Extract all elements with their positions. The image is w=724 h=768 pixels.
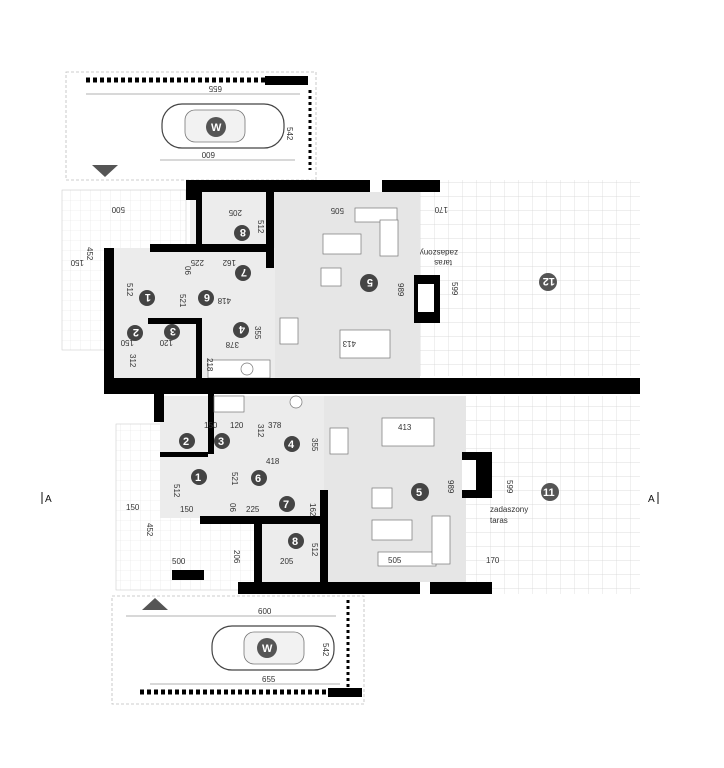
dimension-label: 162 — [308, 503, 317, 517]
upper-car-length: 542 — [285, 127, 294, 141]
upper-terrace-dim-2: 599 — [450, 282, 459, 296]
dimension-label: 120 — [230, 421, 244, 430]
lower-car: W — [211, 625, 335, 671]
lower-room-8 — [258, 520, 324, 582]
dimension-label: 505 — [330, 206, 344, 215]
section-markers: A A — [41, 492, 659, 505]
upper-parking-width: 600 — [201, 150, 215, 159]
upper-deck-width: 500 — [111, 205, 125, 214]
lower-room-number: 7 — [283, 499, 289, 511]
lower-room-number: 2 — [183, 436, 189, 448]
lower-room-number: 4 — [288, 439, 295, 451]
dimension-label: 150 — [204, 421, 218, 430]
lower-walls — [154, 394, 492, 594]
upper-room-markers: 8 7 6 5 1 2 3 4 — [127, 225, 378, 341]
dimension-label: 06 — [228, 503, 237, 512]
dimension-label: 205 — [280, 557, 294, 566]
lower-room-number: 8 — [292, 536, 298, 548]
dimension-label: 355 — [253, 326, 262, 340]
dimension-label: 512 — [310, 543, 319, 557]
lower-garage-width: 655 — [262, 675, 276, 684]
dimension-label: 06 — [183, 266, 192, 275]
upper-terrace-label-2: taras — [434, 258, 452, 267]
dimension-label: 206 — [232, 550, 241, 564]
dimension-label: 512 — [125, 283, 134, 297]
lower-terrace-dim-1: 170 — [486, 556, 500, 565]
lower-room-dimensions: 378 413 150 120 312 355 418 521 512 150 … — [172, 421, 455, 566]
dimension-label: 413 — [342, 339, 356, 348]
upper-room-number: 7 — [241, 266, 247, 278]
dimension-label: 225 — [246, 505, 260, 514]
section-marker-right: A — [648, 494, 655, 505]
dimension-label: 312 — [128, 354, 137, 368]
lower-car-length: 542 — [321, 643, 330, 657]
dimension-label: 150 — [180, 505, 194, 514]
upper-room-dimensions: 205 512 505 989 225 162 06 512 521 418 3… — [120, 206, 405, 372]
upper-deck-depth: 452 — [85, 247, 94, 261]
lower-direction-marker — [142, 598, 168, 610]
upper-room-number: 4 — [238, 323, 245, 335]
dimension-label: 378 — [225, 340, 239, 349]
lower-terrace-label-1: zadaszony — [490, 505, 528, 514]
lower-parking-area — [111, 595, 365, 705]
lower-room-number: 1 — [195, 472, 201, 484]
lower-deck-depth: 452 — [145, 523, 154, 537]
dimension-label: 512 — [256, 220, 265, 234]
lower-parking-width: 600 — [258, 607, 272, 616]
upper-direction-marker — [92, 165, 118, 177]
upper-terrace-number: 12 — [543, 275, 555, 287]
dimension-label: 521 — [230, 472, 239, 486]
lower-room-number: 6 — [255, 473, 261, 485]
dimension-label: 218 — [205, 358, 214, 372]
dimension-label: 418 — [266, 457, 280, 466]
dimension-label: 312 — [256, 424, 265, 438]
lower-room-number: 5 — [416, 487, 422, 499]
dimension-label: 418 — [217, 296, 231, 305]
dimension-label: 120 — [159, 338, 173, 347]
upper-room-8 — [190, 192, 272, 248]
party-wall — [104, 378, 640, 394]
lower-car-badge: W — [262, 643, 273, 655]
lower-room-number: 3 — [218, 436, 224, 448]
upper-terrace-dim-1: 170 — [434, 205, 448, 214]
lower-room-markers: 2 3 4 1 6 7 5 8 — [179, 433, 429, 549]
dimension-label: 989 — [396, 283, 405, 297]
lower-unit: zadaszony taras 170 599 11 150 452 500 — [111, 394, 640, 705]
dimension-label: 413 — [398, 423, 412, 432]
upper-room-number: 1 — [145, 291, 151, 303]
lower-terrace-dim-2: 599 — [505, 480, 514, 494]
upper-terrace-label-1: zadaszony — [420, 248, 458, 257]
upper-unit: 655 600 W 542 500 452 150 zadaszony tara… — [61, 71, 640, 390]
upper-room-number: 8 — [240, 226, 246, 238]
lower-terrace-label-2: taras — [490, 516, 508, 525]
upper-room-number: 2 — [133, 326, 139, 338]
upper-walls — [104, 180, 440, 390]
upper-room-number: 6 — [204, 291, 210, 303]
upper-entry-width: 150 — [70, 258, 84, 267]
dimension-label: 355 — [310, 438, 319, 452]
dimension-label: 505 — [388, 556, 402, 565]
upper-room-number: 5 — [367, 276, 373, 288]
upper-terrace — [420, 180, 640, 376]
upper-car-badge: W — [211, 122, 222, 134]
dimension-label: 378 — [268, 421, 282, 430]
section-marker-left: A — [45, 494, 52, 505]
dimension-label: 512 — [172, 484, 181, 498]
dimension-label: 205 — [228, 208, 242, 217]
upper-car: W — [161, 103, 285, 149]
upper-room-number: 3 — [170, 325, 176, 337]
lower-terrace-number: 11 — [543, 487, 555, 499]
lower-deck-width: 500 — [172, 557, 186, 566]
dimension-label: 162 — [222, 258, 236, 267]
dimension-label: 989 — [446, 480, 455, 494]
dimension-label: 150 — [120, 338, 134, 347]
upper-garage-width: 655 — [208, 84, 222, 93]
dimension-label: 225 — [190, 258, 204, 267]
lower-entry-width: 150 — [126, 503, 140, 512]
dimension-label: 521 — [178, 294, 187, 308]
